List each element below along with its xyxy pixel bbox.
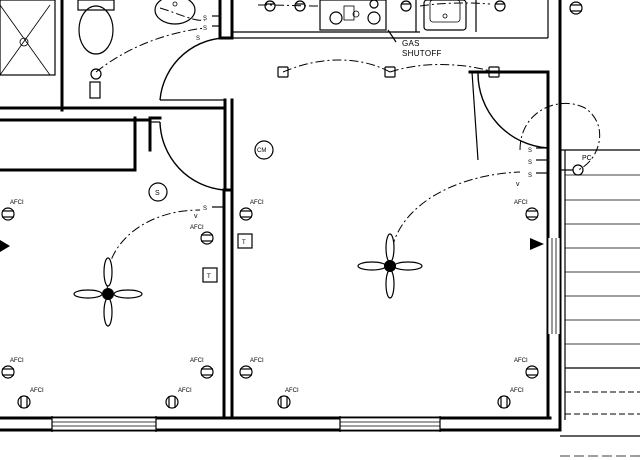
receptacle-counter: [264, 0, 276, 12]
gas-shutoff-note: GAS SHUTOFF: [387, 29, 442, 58]
afci-label: AFCI: [250, 200, 264, 206]
receptacle-afci: AFCI: [190, 358, 214, 379]
receptacle-counter: [294, 0, 306, 12]
ceiling-lights: [277, 66, 500, 78]
receptacle-afci: AFCI: [514, 358, 539, 379]
svg-text:v: v: [194, 213, 198, 220]
afci-label: AFCI: [30, 388, 44, 394]
receptacle-afci: AFCI: [514, 200, 539, 221]
toilet: [77, 0, 115, 55]
switch-label: S: [203, 16, 207, 22]
co-detector: CM: [254, 140, 274, 160]
photocell: PC: [560, 155, 592, 176]
smoke-detector-label: S: [155, 190, 160, 197]
afci-label: AFCI: [10, 358, 24, 364]
ceiling-fan-bedroom: [73, 257, 143, 327]
receptacle-afci: AFCI: [239, 200, 264, 221]
switch-label: S: [528, 160, 532, 166]
receptacle-counter: [494, 0, 506, 12]
receptacle-afci: AFCI: [165, 388, 192, 409]
sink: [154, 0, 196, 25]
walls: [0, 0, 562, 432]
switch-label: S: [203, 26, 207, 32]
switches: S S S S v S S S v: [194, 15, 548, 220]
bathroom-door: [159, 37, 233, 101]
tv-outlet-icon: [530, 238, 544, 250]
bedroom-door: [150, 121, 225, 191]
afci-label: AFCI: [190, 225, 204, 231]
afci-label: AFCI: [190, 358, 204, 364]
smoke-detector: S: [148, 182, 168, 202]
afci-label: AFCI: [514, 200, 528, 206]
kitchen-range: [319, 0, 387, 31]
svg-text:v: v: [516, 181, 520, 188]
receptacle-counter: [569, 1, 583, 15]
receptacle-afci: AFCI: [1, 358, 24, 379]
photocell-label: PC: [582, 155, 592, 162]
afci-label: AFCI: [285, 388, 299, 394]
data-outlets: [0, 238, 544, 252]
receptacle-afci: AFCI: [1, 200, 24, 221]
receptacles: AFCI AFCI AFCI AFCI AFCI AFCI AFCI: [1, 0, 583, 409]
switch-label: S: [528, 173, 532, 179]
vanity-box: [89, 68, 102, 99]
gas-shutoff-label-line2: SHUTOFF: [402, 49, 442, 58]
receptacle-counter: [400, 0, 412, 12]
ceiling-fan-living: [357, 233, 423, 299]
afci-label: AFCI: [250, 358, 264, 364]
circuit-runs: [95, 2, 601, 293]
afci-label: AFCI: [510, 388, 524, 394]
receptacle-afci: AFCI: [17, 388, 44, 409]
receptacle-afci: AFCI: [190, 225, 214, 245]
shower: [0, 0, 56, 76]
wall-devices: T T: [202, 233, 253, 283]
afci-label: AFCI: [514, 358, 528, 364]
receptacle-afci: AFCI: [277, 388, 299, 409]
switch-label: S: [203, 206, 207, 212]
kitchen-sink: [423, 0, 467, 31]
gas-shutoff-label-line1: GAS: [402, 39, 420, 48]
exterior-door: [471, 71, 549, 161]
co-detector-label: CM: [257, 148, 266, 154]
switch-label: S: [196, 36, 200, 42]
exterior-deck: [560, 149, 640, 457]
switch-living-stack: S S S v: [516, 147, 548, 188]
tv-outlet-icon: [0, 240, 10, 252]
switch-label: S: [528, 148, 532, 154]
windows: [51, 238, 561, 432]
switch-bedroom: S v: [194, 206, 224, 220]
svg-text:T: T: [242, 240, 246, 246]
afci-label: AFCI: [178, 388, 192, 394]
svg-text:T: T: [207, 274, 211, 280]
switch-bathroom: S S S: [196, 15, 220, 42]
afci-label: AFCI: [10, 200, 24, 206]
receptacle-afci: AFCI: [239, 358, 264, 379]
receptacle-afci: AFCI: [497, 388, 524, 409]
